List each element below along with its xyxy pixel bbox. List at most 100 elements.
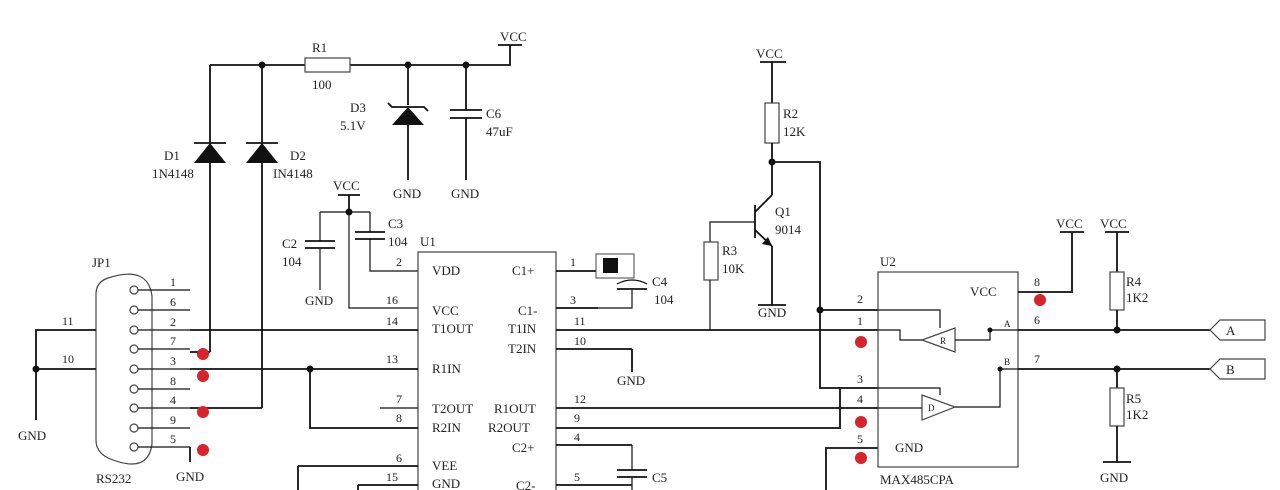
u1-pin-num-vcc: 16: [386, 293, 398, 307]
u1-pin-num-t1out: 14: [386, 314, 398, 328]
r5-value: 1K2: [1126, 407, 1148, 422]
c2-ref: C2: [282, 236, 297, 251]
vcc-label-top: VCC: [500, 29, 527, 44]
u1-pin-num-t2in: 10: [574, 334, 586, 348]
u2-part: MAX485CPA: [880, 472, 955, 487]
r3-value: 10K: [722, 261, 745, 276]
u1-pin-num-vee: 6: [396, 451, 402, 465]
shell-pin-11: 11: [62, 314, 74, 328]
port-flag-a: [1209, 319, 1266, 341]
rs232-pin-2: 2: [170, 315, 176, 329]
vcc-label-u1: VCC: [333, 178, 360, 193]
u2-receiver-tag: R: [940, 336, 946, 346]
red-marker: [197, 348, 209, 360]
d3-ref: D3: [350, 100, 366, 115]
capacitor-c3: C3 104 U1: [348, 212, 436, 309]
capacitor-c4: C4 104: [595, 253, 674, 309]
rs232-pin-4: 4: [170, 393, 176, 407]
r1-value: 100: [312, 77, 332, 92]
c6-value: 47uF: [486, 124, 513, 139]
red-marker: [197, 406, 209, 418]
u1-pin-num-gnd: 15: [386, 470, 398, 484]
u2-gnd-label: GND: [895, 440, 923, 455]
diode-d1: D1 1N4148: [152, 65, 226, 352]
capacitor-c2: C2 104 GND: [282, 212, 335, 308]
u1-body: [417, 251, 557, 490]
rs232-pin-9: 9: [170, 413, 176, 427]
u2-pin-2: 2: [857, 292, 863, 306]
u2-pin-8: 8: [1034, 275, 1040, 289]
u2-bus-b-tag: B: [1004, 357, 1010, 367]
u1-pin-num-r2out: 9: [574, 411, 580, 425]
c2-value: 104: [282, 254, 302, 269]
u1-pin-name-vee: VEE: [432, 458, 457, 473]
capacitor-c5: C5: [617, 445, 667, 490]
gnd-label-d3: GND: [393, 186, 421, 201]
vcc-label-r4: VCC: [1100, 216, 1127, 231]
u1-pin-num-c1p: 1: [570, 255, 576, 269]
bus-outputs: VCC VCC R4 1K2 R5 1K2 GND A B: [1018, 216, 1266, 485]
u2-pin-6: 6: [1034, 313, 1040, 327]
u1-ref: U1: [420, 234, 436, 249]
gnd-label-r5: GND: [1100, 470, 1128, 485]
u1-pin-name-c2p: C2+: [512, 440, 535, 455]
shell-pin-10: 10: [62, 352, 74, 366]
d1-ref: D1: [164, 148, 180, 163]
rs232-connector: JP1 1 6 2 7 3 8 4: [18, 255, 204, 486]
gnd-label-c6: GND: [451, 186, 479, 201]
port-a-label: A: [1226, 323, 1236, 338]
u1-pins-left: 2 VDD 16 VCC 14 T1OUT 13 R1IN 7 T2OUT 8 …: [386, 255, 473, 490]
transistor-stage: VCC R2 12K GND Q1 9014 R3 10K: [703, 46, 878, 389]
gnd-label-t2in: GND: [617, 373, 645, 388]
rs232-pin-3: 3: [170, 354, 176, 368]
red-marker: [855, 452, 867, 464]
u2-pin-4: 4: [857, 392, 863, 406]
vcc-label-u2: VCC: [1056, 216, 1083, 231]
u1-pin-num-c2m: 5: [574, 470, 580, 484]
u1-pin-num-r1out: 12: [574, 392, 586, 406]
d2-value: IN4148: [273, 166, 313, 181]
u2-pin-7: 7: [1034, 352, 1040, 366]
red-marker: [855, 336, 867, 348]
red-marker: [1034, 294, 1046, 306]
c3-ref: C3: [388, 216, 403, 231]
r3-ref: R3: [722, 243, 737, 258]
u1-pin-name-vcc: VCC: [432, 303, 459, 318]
diode-d2: D2 IN4148: [246, 65, 313, 408]
u1-pin-name-t1in: T1IN: [508, 321, 537, 336]
port-flag-b: [1209, 358, 1266, 380]
gnd-label-c2: GND: [305, 293, 333, 308]
rs232-pin-8: 8: [170, 374, 176, 388]
u1-pin-name-c2m: C2-: [516, 478, 536, 490]
q1-value: 9014: [775, 222, 802, 237]
top-power-rail: [210, 44, 522, 69]
u1-pin-num-vdd: 2: [396, 255, 402, 269]
u1-pin-name-r2out: R2OUT: [488, 420, 530, 435]
r1-ref: R1: [312, 40, 327, 55]
gnd-label-q1: GND: [758, 305, 786, 320]
gnd-label-rs232: GND: [176, 469, 204, 484]
u1-pin-num-r2in: 8: [396, 411, 402, 425]
u2-internal: R D A B: [878, 309, 1018, 421]
u1-pin-name-r1in: R1IN: [432, 361, 462, 376]
d1-value: 1N4148: [152, 166, 194, 181]
resistor-r1: R1 100: [304, 40, 351, 92]
r4-value: 1K2: [1126, 290, 1148, 305]
u1-pin-num-c2p: 4: [574, 430, 580, 444]
u1-pin-num-r1in: 13: [386, 352, 398, 366]
red-marker: [197, 444, 209, 456]
u1-pins-right: C1+ 1 C1- 3 T1IN 11 T2IN 10 R1OUT 12 R2O…: [488, 255, 586, 490]
vcc-node-u1: VCC: [320, 178, 370, 216]
r4-ref: R4: [1126, 274, 1142, 289]
red-marker: [855, 416, 867, 428]
u2-body: [877, 271, 1019, 468]
rs232-name: RS232: [96, 471, 131, 486]
port-b-label: B: [1226, 362, 1235, 377]
rs232-pins: 1 6 2 7 3 8 4 9 5: [129, 275, 190, 452]
u1-pin-name-r1out: R1OUT: [494, 401, 536, 416]
jp1-ref: JP1: [92, 255, 111, 270]
u2-bus-a-tag: A: [1004, 319, 1011, 329]
c5-ref: C5: [652, 470, 667, 485]
u1-pin-num-t1in: 11: [574, 314, 586, 328]
